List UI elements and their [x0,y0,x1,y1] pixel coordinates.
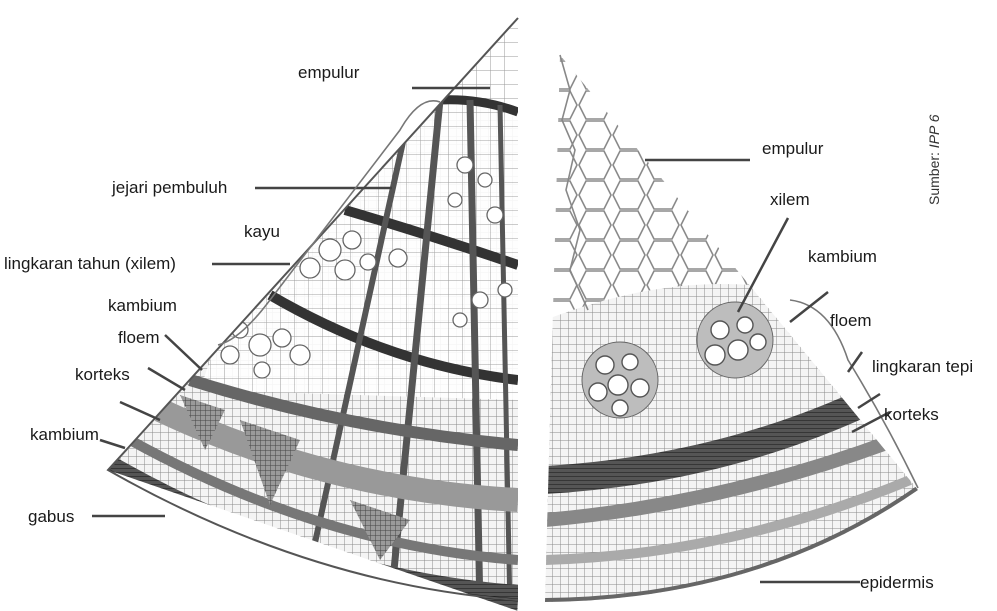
label-kambium-right: kambium [808,247,877,266]
label-floem-right: floem [830,311,872,330]
label-kambium-upper: kambium [108,296,177,315]
label-empulur-left: empulur [298,63,360,82]
label-kambium-lower: kambium [30,425,99,444]
label-empulur-right: empulur [762,139,824,158]
label-lingkaran-tahun: lingkaran tahun (xilem) [4,254,176,273]
label-xilem: xilem [770,190,810,209]
source-note-name: IPP 6 [926,114,942,148]
label-gabus: gabus [28,507,74,526]
source-note-prefix: Sumber: [926,148,942,205]
label-korteks-right: korteks [884,405,939,424]
label-lingkaran-tepi: lingkaran tepi [872,357,973,376]
label-korteks-left: korteks [75,365,130,384]
label-epidermis: epidermis [860,573,934,592]
label-floem-left: floem [118,328,160,347]
label-jejari-pembuluh: jejari pembuluh [111,178,227,197]
label-kayu: kayu [244,222,280,241]
source-note: Sumber: IPP 6 [926,114,942,205]
